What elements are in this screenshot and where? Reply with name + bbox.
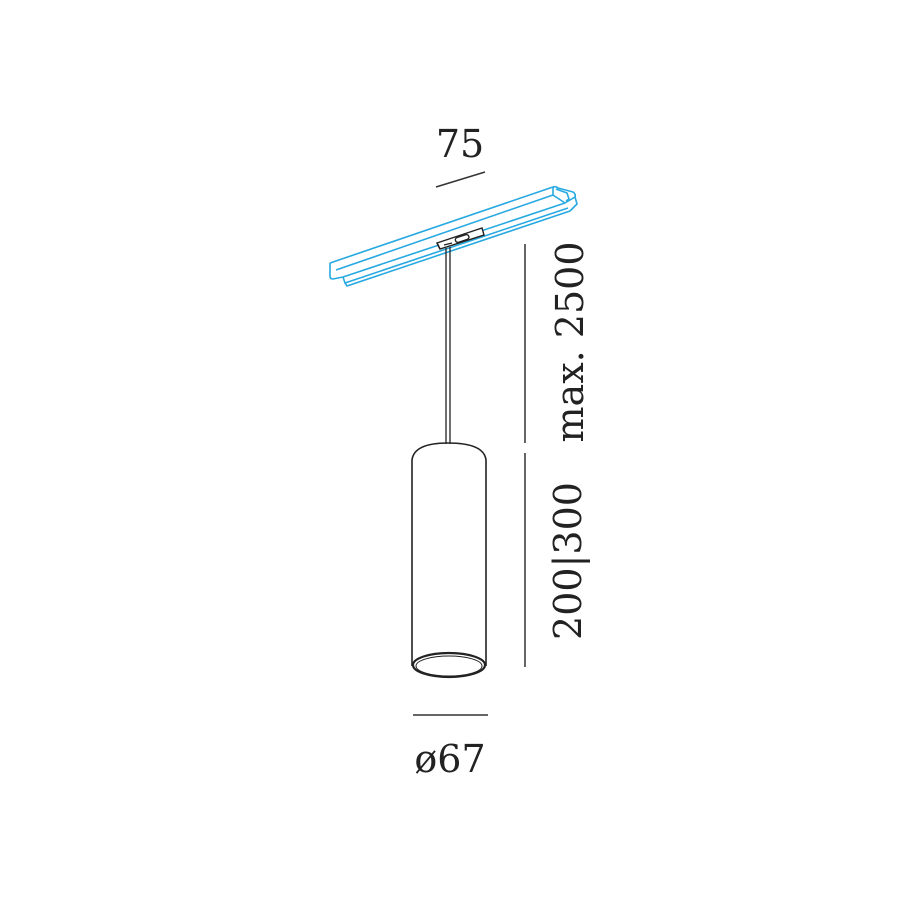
width-dimension-line: [435, 171, 486, 188]
track-width-label: 75: [435, 122, 485, 166]
cylinder-body: [411, 442, 487, 666]
cable-length-label: max. 2500: [548, 241, 592, 443]
track-rail: [329, 185, 578, 287]
light-aperture: [411, 651, 487, 679]
track-adapter: [436, 227, 485, 250]
diameter-label: ø67: [414, 737, 486, 781]
body-height-label: 200|300: [546, 482, 590, 640]
suspension-cable: [445, 247, 451, 444]
